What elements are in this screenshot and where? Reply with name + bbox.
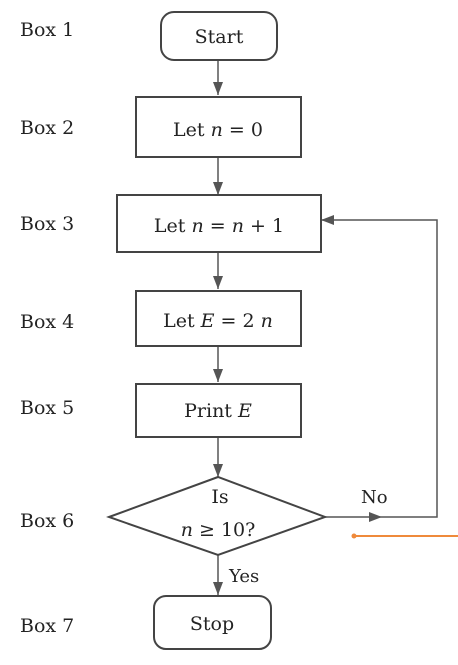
decision-condition: ≥ 10? <box>199 519 255 541</box>
decision-node <box>106 475 328 557</box>
row-label-box-1: Box 1 <box>20 19 74 41</box>
arrow-box3-to-box4 <box>213 276 223 289</box>
box3-variable-n-right: n <box>232 215 244 237</box>
accent-line-dot <box>351 533 357 539</box>
row-label-box-4: Box 4 <box>20 311 74 333</box>
stop-node <box>153 595 272 650</box>
box3-middle: = <box>210 215 232 237</box>
arrow-decision-to-stop <box>213 582 223 595</box>
decision-line-1: Is <box>211 486 228 508</box>
box4-variable-n: n <box>261 310 273 332</box>
box4-variable-e: E <box>200 310 215 332</box>
edge-label-no: No <box>361 487 388 508</box>
stop-label: Stop <box>190 613 234 635</box>
box3-node <box>116 194 322 253</box>
box3-variable-n-left: n <box>191 215 203 237</box>
box4-middle: = 2 <box>221 310 255 332</box>
start-label: Start <box>195 26 244 48</box>
arrow-box2-to-box3 <box>213 182 223 195</box>
arrow-loop-into-box3 <box>321 215 334 225</box>
box5-text: Print E <box>184 400 252 422</box>
box2-variable-n: n <box>211 119 223 141</box>
row-label-box-7: Box 7 <box>20 615 74 637</box>
edge-decision-no-loop <box>321 219 438 518</box>
arrow-box5-to-decision <box>213 464 223 477</box>
arrow-box4-to-box5 <box>213 369 223 382</box>
arrow-start-to-box2 <box>213 82 223 95</box>
box2-prefix: Let <box>173 119 211 141</box>
box3-suffix: + 1 <box>250 215 284 237</box>
box2-suffix: = 0 <box>229 119 263 141</box>
start-node <box>160 11 278 61</box>
box5-prefix: Print <box>184 400 238 422</box>
box4-prefix: Let <box>163 310 201 332</box>
row-label-box-2: Box 2 <box>20 117 74 139</box>
row-label-box-6: Box 6 <box>20 510 74 532</box>
box5-node <box>135 383 302 438</box>
arrow-no-loop <box>369 512 382 522</box>
box3-text: Let n = n + 1 <box>154 215 284 237</box>
box2-text: Let n = 0 <box>173 119 263 141</box>
edge-label-yes: Yes <box>228 566 259 587</box>
box2-node <box>135 96 302 158</box>
box4-text: Let E = 2 n <box>163 310 273 332</box>
row-label-box-3: Box 3 <box>20 213 74 235</box>
row-label-box-5: Box 5 <box>20 397 74 419</box>
box3-prefix: Let <box>154 215 192 237</box>
box4-node <box>135 290 302 347</box>
decision-line-2: n ≥ 10? <box>181 519 256 541</box>
box5-variable-e: E <box>237 400 252 422</box>
decision-variable-n: n <box>181 519 193 541</box>
